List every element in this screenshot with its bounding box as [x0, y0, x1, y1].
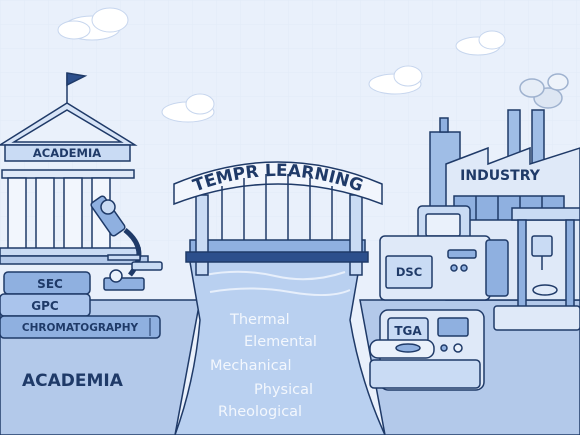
microscope-icon	[90, 195, 163, 291]
academia-caption: ACADEMIA	[22, 371, 124, 391]
cloud-icon	[368, 65, 423, 95]
topic-elemental: Elemental	[244, 334, 317, 350]
topic-physical: Physical	[254, 382, 313, 398]
topic-thermal: Thermal	[229, 312, 290, 328]
cloud-icon	[57, 7, 129, 41]
dsc-instrument	[379, 205, 509, 301]
book-label-gpc: GPC	[31, 299, 59, 313]
book-label-chromatography: CHROMATOGRAPHY	[22, 322, 139, 334]
flag-icon	[66, 72, 88, 87]
tga-instrument	[369, 309, 485, 391]
cloud-icon	[455, 30, 506, 56]
book-chromatography	[0, 315, 161, 339]
academia-building-sign: ACADEMIA	[33, 146, 101, 160]
topic-rheological: Rheological	[218, 404, 302, 420]
academia-building	[0, 72, 149, 265]
topic-mechanical: Mechanical	[210, 358, 292, 374]
3d-printer-icon	[493, 207, 580, 331]
book-label-sec: SEC	[37, 277, 63, 291]
dsc-label: DSC	[396, 265, 422, 279]
book-stack	[0, 271, 161, 339]
bridge	[173, 161, 383, 276]
cloud-icon	[161, 93, 215, 123]
industry-sign: INDUSTRY	[460, 168, 541, 184]
tga-label: TGA	[394, 324, 422, 338]
